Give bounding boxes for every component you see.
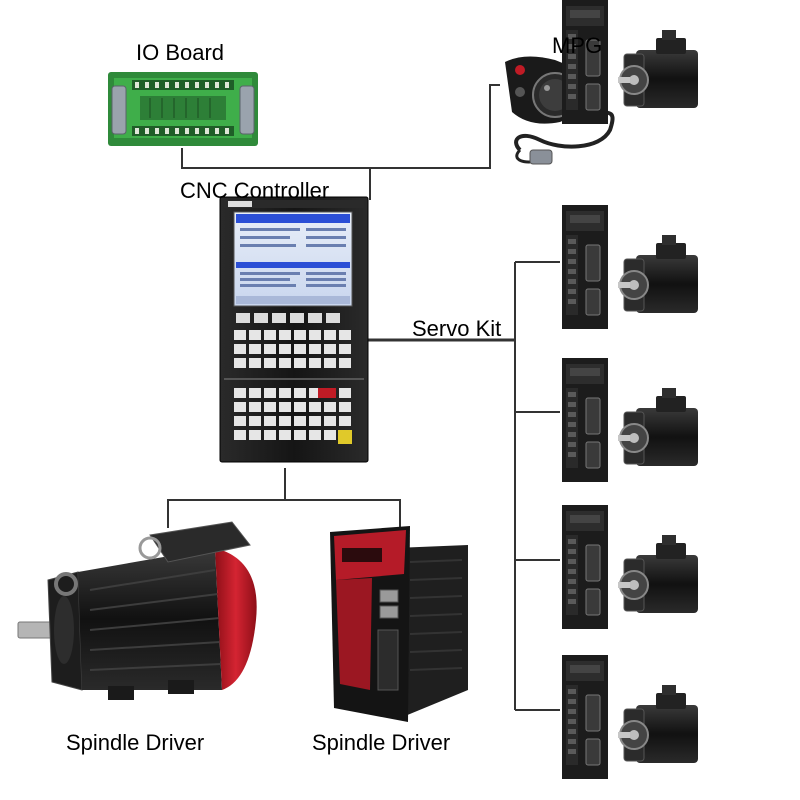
servo-kit-group [561, 0, 699, 780]
spindle-driver-image [330, 526, 468, 722]
wire-spindle [167, 468, 286, 528]
wire-mpg [370, 84, 500, 169]
servo-kit-label: Servo Kit [412, 316, 502, 341]
spindle-driver-label: Spindle Driver [312, 730, 451, 755]
io-board-image [108, 72, 258, 146]
connection-wires [167, 84, 560, 711]
servo-unit-2 [561, 357, 699, 483]
cnc-controller-image [219, 196, 369, 463]
wire-io-board [181, 148, 371, 200]
mpg-label: MPG [552, 33, 603, 58]
spindle-motor-image [17, 521, 257, 700]
servo-unit-1 [561, 204, 699, 330]
servo-unit-3 [561, 504, 699, 630]
spindle-motor-label: Spindle Driver [66, 730, 205, 755]
io-board-label: IO Board [136, 40, 225, 65]
servo-unit-4 [561, 654, 699, 780]
cnc-controller-label: CNC Controller [180, 178, 330, 203]
